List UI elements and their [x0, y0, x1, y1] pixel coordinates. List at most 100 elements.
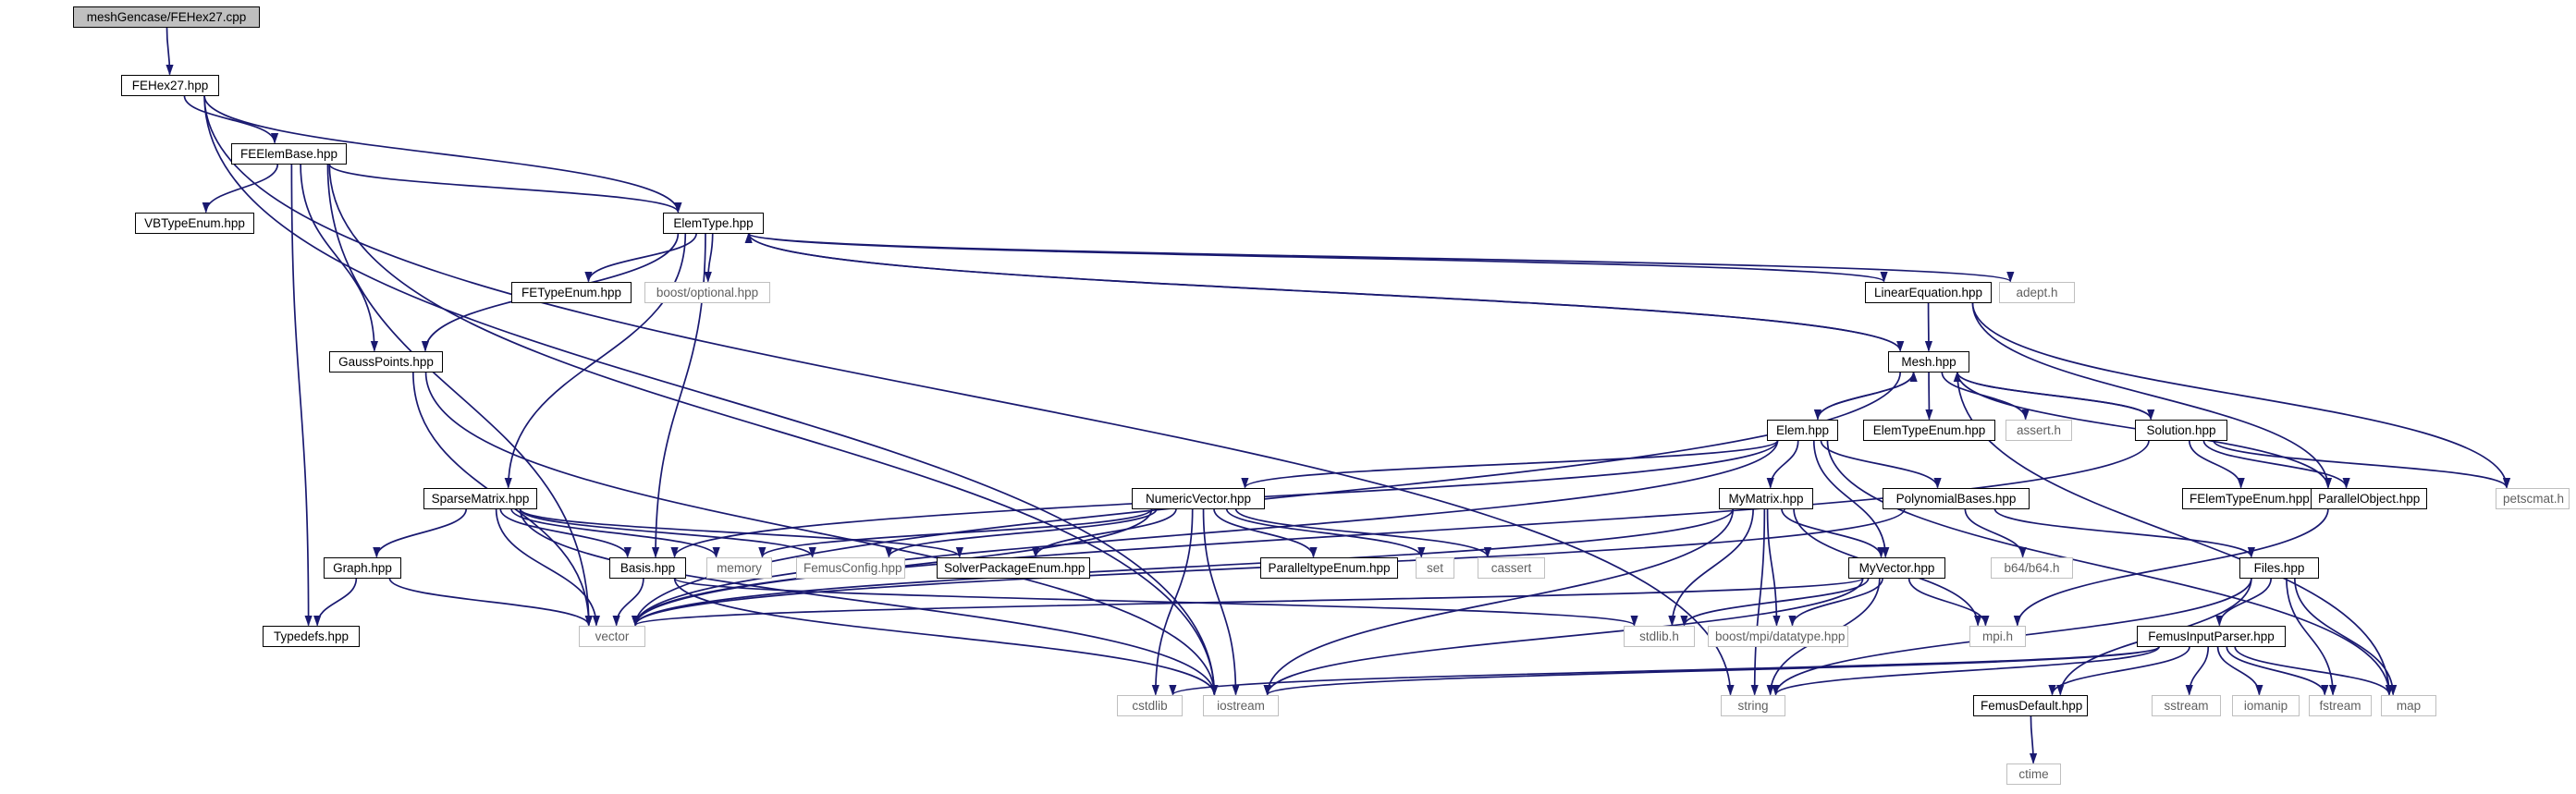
- node-vector: vector: [579, 625, 645, 647]
- node-files[interactable]: Files.hpp: [2239, 556, 2319, 579]
- edge-feelembase-to-vector: [326, 164, 593, 627]
- node-lineareq[interactable]: LinearEquation.hpp: [1865, 281, 1992, 303]
- edge-femusinput-to-femusdefault: [2048, 646, 2190, 696]
- node-gausspoints[interactable]: GaussPoints.hpp: [329, 350, 443, 373]
- edge-solution-to-parallelobject: [2202, 440, 2350, 489]
- edge-mesh-to-elemtype: [744, 232, 1902, 351]
- edge-elem-to-mymatrix: [1766, 440, 1799, 489]
- edge-solution-to-petscmat: [2213, 440, 2511, 489]
- edge-elemtype-to-lineareq: [747, 232, 1888, 283]
- edge-files-to-femusinput: [2215, 578, 2273, 627]
- node-polybases[interactable]: PolynomialBases.hpp: [1883, 487, 2030, 509]
- edge-files-to-map: [2293, 578, 2398, 696]
- node-fstream: fstream: [2309, 694, 2372, 716]
- edge-elem-to-polybases: [1820, 440, 1942, 489]
- node-typedefs[interactable]: Typedefs.hpp: [263, 625, 360, 647]
- node-petscmat: petscmat.h: [2496, 487, 2570, 509]
- node-elemtype[interactable]: ElemType.hpp: [663, 212, 764, 234]
- edge-numericvector-to-set: [1225, 508, 1426, 558]
- edge-myvector-to-stdlib: [1680, 578, 1870, 627]
- edge-fehex27-to-elemtype: [203, 95, 682, 214]
- edge-gausspoints-to-iostream: [424, 372, 1219, 696]
- node-asserth: assert.h: [2006, 419, 2072, 441]
- edge-mymatrix-to-stdlib: [1668, 508, 1754, 627]
- edge-elem-to-numericvector: [1241, 439, 1779, 489]
- node-boostmpi: boost/mpi/datatype.hpp: [1708, 625, 1848, 647]
- edge-mymatrix-to-vector: [632, 508, 1735, 627]
- edge-myvector-to-mpih: [1907, 578, 1990, 627]
- edge-polybases-to-files: [1993, 508, 2255, 558]
- edge-femusinput-to-string: [1772, 646, 2160, 696]
- node-elemtypeenum[interactable]: ElemTypeEnum.hpp: [1863, 419, 1995, 441]
- node-graph[interactable]: Graph.hpp: [324, 556, 401, 579]
- edge-femusinput-to-sstream: [2185, 646, 2210, 696]
- edge-elem-to-vector: [632, 440, 1779, 627]
- edge-numericvector-to-femusconfig: [885, 508, 1158, 558]
- node-sparsematrix[interactable]: SparseMatrix.hpp: [423, 487, 537, 509]
- edge-numericvector-to-paralleltype: [1213, 508, 1318, 558]
- node-string: string: [1721, 694, 1785, 716]
- node-adepth: adept.h: [1999, 281, 2075, 303]
- node-mesh[interactable]: Mesh.hpp: [1888, 350, 1969, 373]
- edge-mymatrix-to-myvector: [1781, 508, 1885, 558]
- edge-parallelobject-to-mpih: [2013, 508, 2329, 627]
- edge-feelembase-to-gausspoints: [300, 164, 379, 352]
- node-femusdefault[interactable]: FemusDefault.hpp: [1973, 694, 2088, 716]
- edge-root-to-fehex27: [166, 27, 174, 76]
- edge-basis-to-stdlib: [673, 577, 1638, 627]
- edge-solution-to-felemtypeenum: [2188, 440, 2245, 489]
- edge-elem-to-mesh: [1817, 371, 1918, 420]
- node-boostoptional: boost/optional.hpp: [644, 281, 770, 303]
- node-fehex27[interactable]: FEHex27.hpp: [121, 74, 219, 96]
- node-parallelobject[interactable]: ParallelObject.hpp: [2311, 487, 2427, 509]
- edge-graph-to-typedefs: [313, 578, 358, 627]
- node-root[interactable]: meshGencase/FEHex27.cpp: [73, 6, 260, 28]
- node-femusinput[interactable]: FemusInputParser.hpp: [2137, 625, 2286, 647]
- edge-polybases-to-b64: [1964, 508, 2027, 558]
- node-mymatrix[interactable]: MyMatrix.hpp: [1719, 487, 1813, 509]
- edge-files-to-fstream: [2286, 578, 2337, 696]
- edge-sparsematrix-to-femusconfig: [519, 508, 816, 558]
- node-stdlib: stdlib.h: [1624, 625, 1695, 647]
- edge-myvector-to-vector: [632, 577, 1864, 627]
- edge-lineareq-to-petscmat: [1971, 302, 2511, 489]
- edge-sparsematrix-to-basis: [499, 508, 632, 558]
- edge-elemtype-to-sparsematrix: [504, 233, 687, 489]
- edge-solution-to-vector: [632, 440, 2150, 627]
- edge-mymatrix-to-boostmpi: [1766, 508, 1781, 627]
- edge-myvector-to-boostmpi: [1788, 578, 1883, 627]
- edge-femusinput-to-cstdlib: [1169, 645, 2160, 696]
- node-ctime: ctime: [2006, 763, 2061, 785]
- edge-elemtype-to-adepth: [747, 232, 2014, 283]
- edge-numericvector-to-memory: [758, 508, 1153, 558]
- node-map: map: [2381, 694, 2436, 716]
- edge-elemtype-to-boostoptional: [704, 233, 714, 283]
- node-basis[interactable]: Basis.hpp: [609, 556, 686, 579]
- node-numericvector[interactable]: NumericVector.hpp: [1132, 487, 1265, 509]
- edge-feelembase-to-typedefs: [290, 164, 313, 627]
- edge-elemtype-to-fetypeenum: [584, 233, 697, 283]
- edge-fehex27-to-string: [203, 95, 1735, 696]
- node-felemtypeenum[interactable]: FElemTypeEnum.hpp: [2182, 487, 2316, 509]
- node-myvector[interactable]: MyVector.hpp: [1848, 556, 1945, 579]
- node-vbtypeenum[interactable]: VBTypeEnum.hpp: [135, 212, 254, 234]
- node-elem[interactable]: Elem.hpp: [1767, 419, 1838, 441]
- node-feelembase[interactable]: FEElemBase.hpp: [231, 142, 347, 165]
- edge-feelembase-to-iostream: [328, 164, 1219, 696]
- edge-elem-to-map: [1826, 440, 2394, 696]
- edge-sparsematrix-to-iostream: [519, 508, 1219, 696]
- edge-feelembase-to-vbtypeenum: [202, 164, 279, 214]
- edge-mymatrix-to-string: [1750, 508, 1766, 696]
- edge-sparsematrix-to-memory: [510, 508, 720, 558]
- edge-fehex27-to-iostream: [203, 95, 1219, 696]
- node-solverpkg[interactable]: SolverPackageEnum.hpp: [937, 556, 1090, 579]
- edge-fehex27-to-feelembase: [183, 95, 279, 144]
- edge-elem-to-myvector: [1812, 440, 1890, 558]
- node-iomanip: iomanip: [2232, 694, 2300, 716]
- node-paralleltype[interactable]: ParalleltypeEnum.hpp: [1260, 556, 1398, 579]
- node-mpih: mpi.h: [1969, 625, 2026, 647]
- node-solution[interactable]: Solution.hpp: [2135, 419, 2227, 441]
- node-fetypeenum[interactable]: FETypeEnum.hpp: [511, 281, 632, 303]
- edge-myvector-to-iostream: [1263, 578, 1864, 696]
